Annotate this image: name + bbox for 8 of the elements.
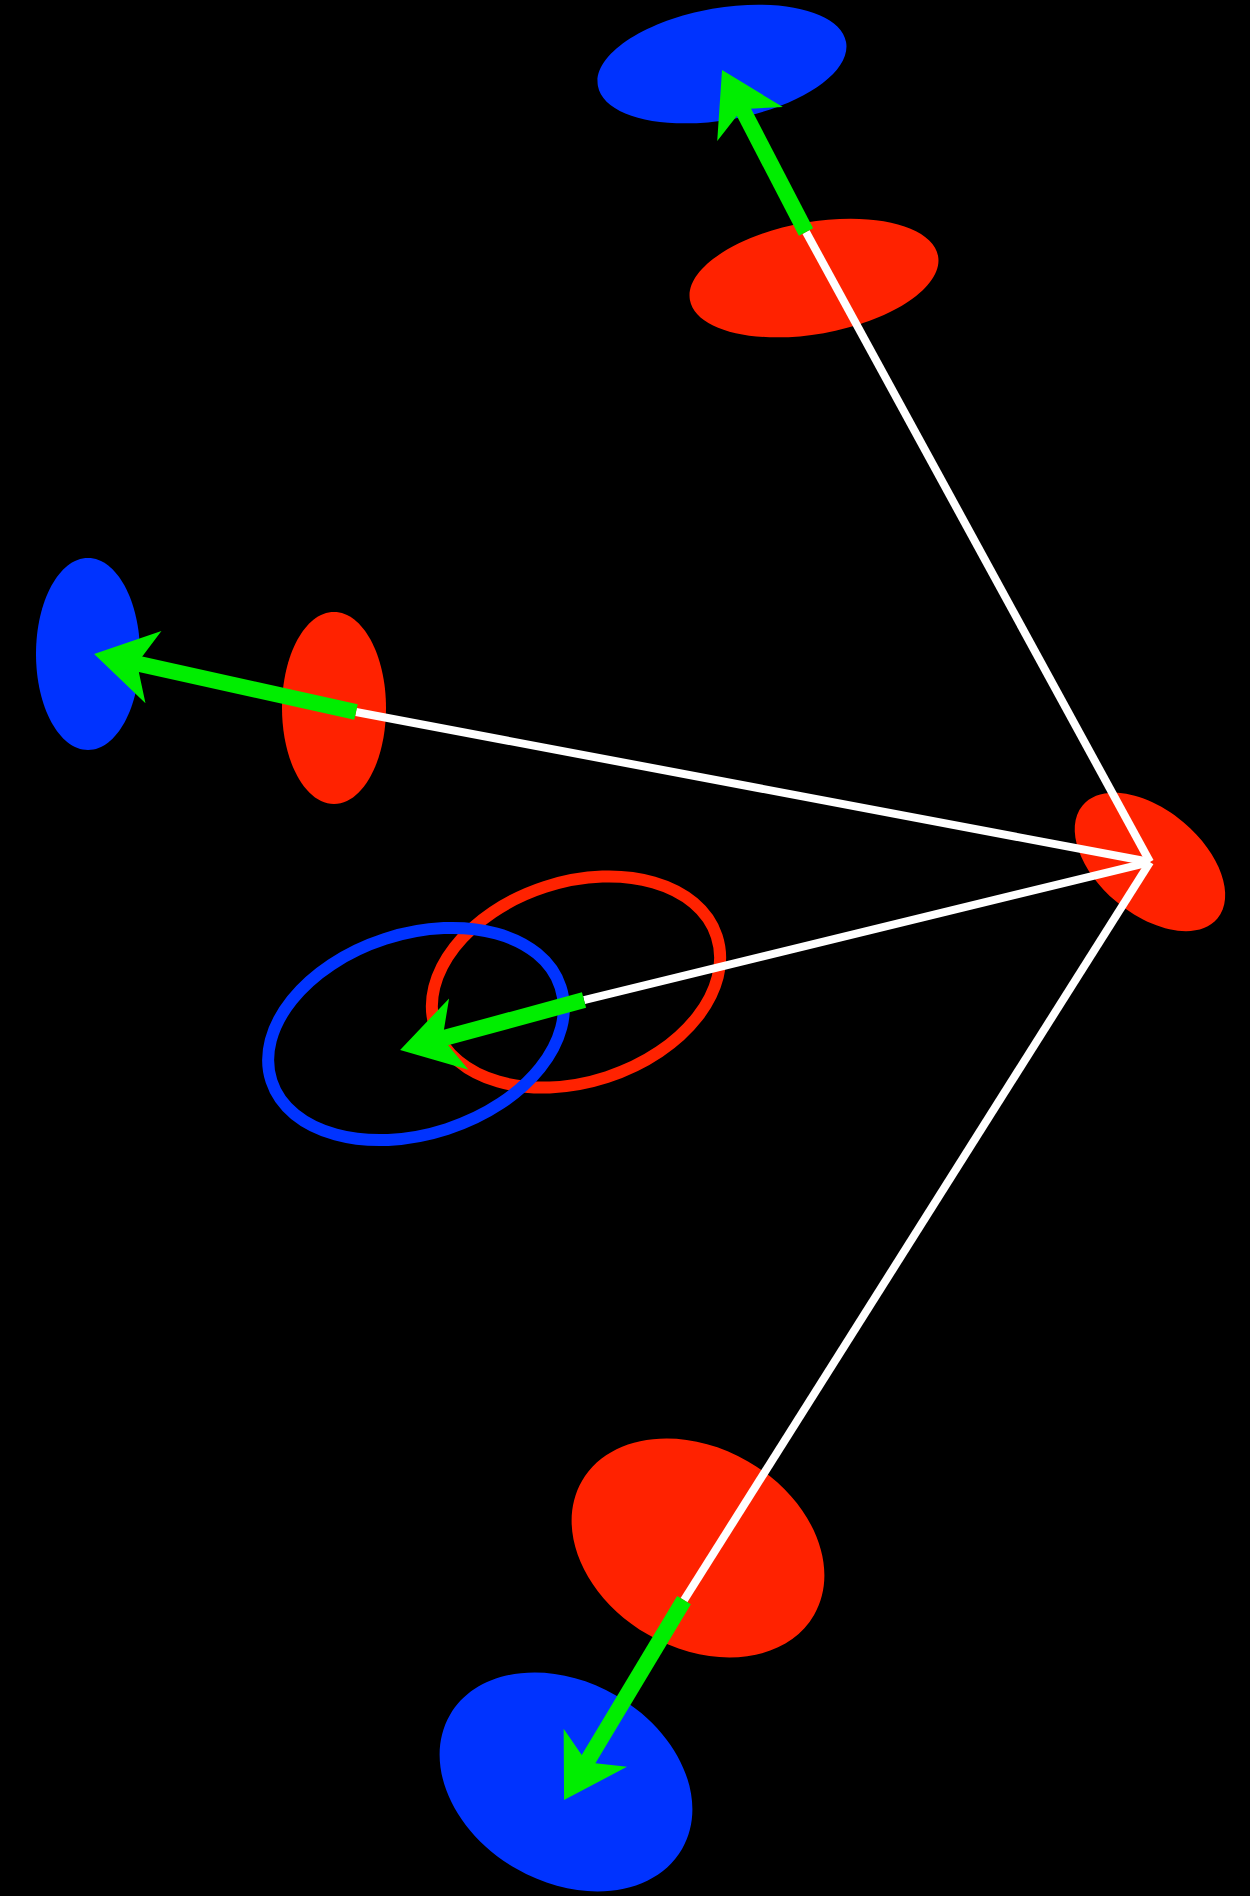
ellipse [282, 612, 386, 804]
connector-line [355, 708, 1151, 866]
connector-line [583, 858, 1151, 1004]
connector-line [802, 230, 1154, 864]
ring [426, 870, 726, 1094]
ring [262, 922, 570, 1146]
ellipse [36, 558, 140, 750]
connector-line [680, 859, 1154, 1603]
